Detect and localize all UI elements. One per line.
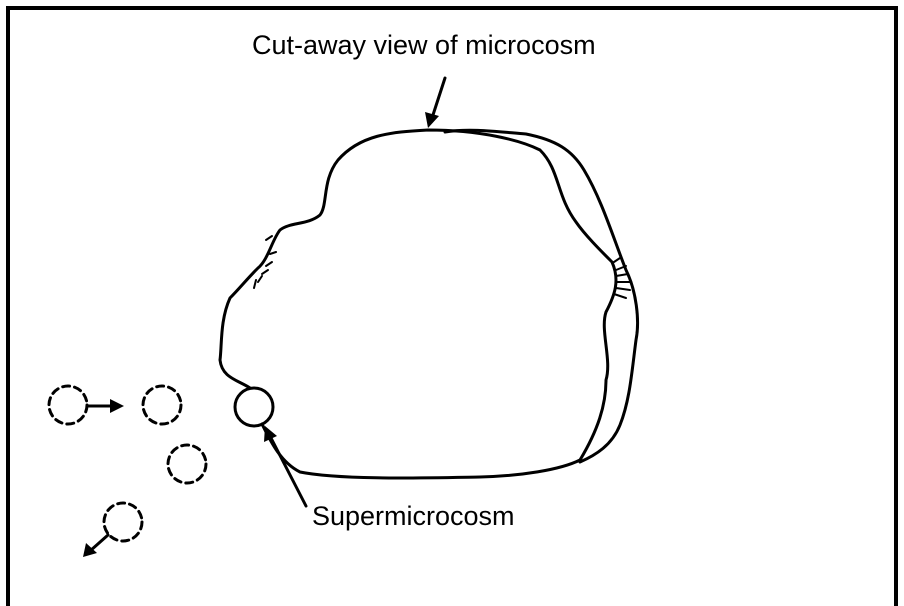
particle-4 xyxy=(104,503,142,541)
particle-1-arrowhead xyxy=(110,399,124,413)
particle-3 xyxy=(168,445,206,483)
particle-2 xyxy=(143,386,181,424)
supermicrocosm-label: Supermicrocosm xyxy=(312,503,515,530)
microcosm-label: Cut-away view of microcosm xyxy=(252,32,596,59)
microcosm-label-arrow xyxy=(432,78,445,118)
microcosm-label-arrowhead xyxy=(425,112,439,128)
microcosm-outline xyxy=(220,130,616,478)
particle-4-motion-arrow xyxy=(90,535,108,551)
supermicrocosm-circle xyxy=(235,388,273,426)
particle-1 xyxy=(49,386,87,424)
microcosm-back-edge xyxy=(445,130,638,462)
